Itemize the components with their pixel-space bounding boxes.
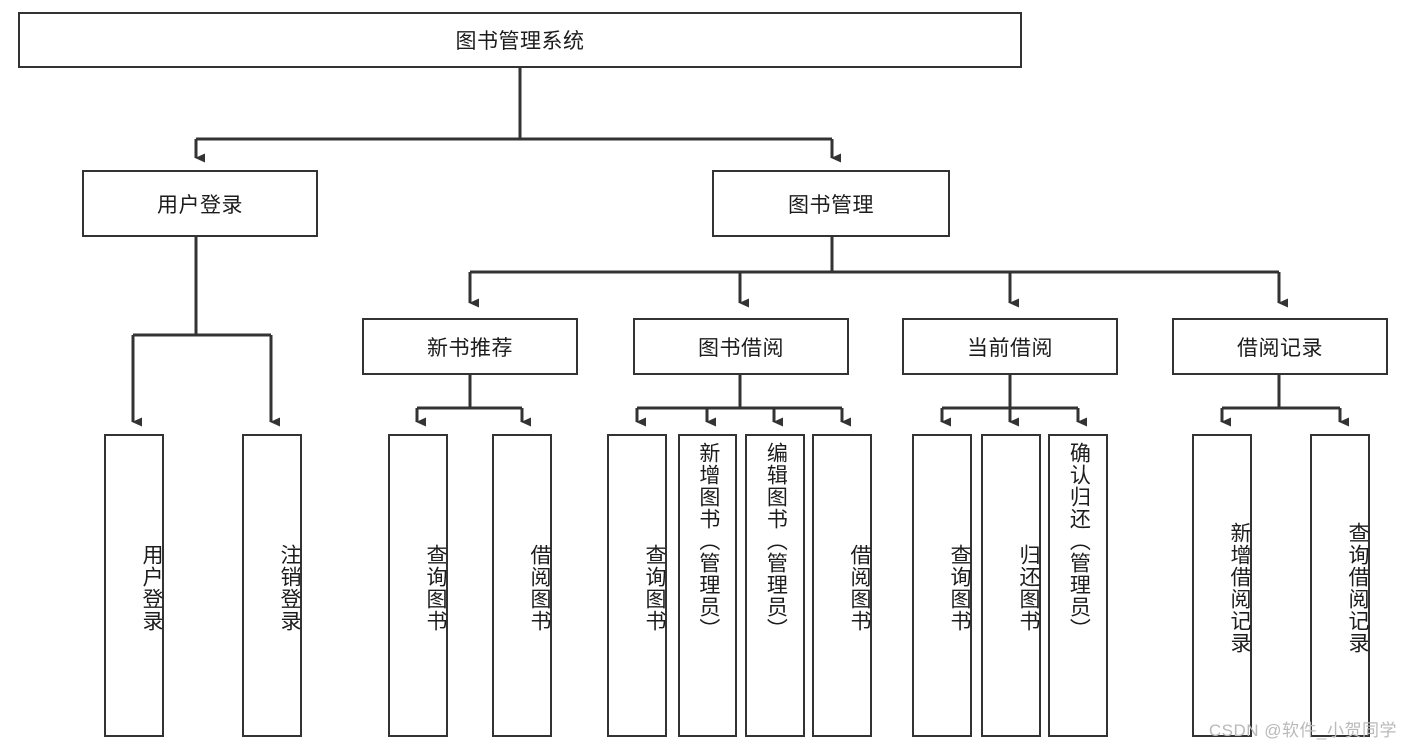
leaf-new-book-query[interactable]: 查询图书 xyxy=(388,434,448,737)
leaf-new-book-borrow[interactable]: 借阅图书 xyxy=(492,434,552,737)
leaf-borrow-add-book-admin[interactable]: 新增图书（管理员） xyxy=(678,434,737,737)
node-new-book-recommend[interactable]: 新书推荐 xyxy=(362,318,578,375)
leaf-record-add-record[interactable]: 新增借阅记录 xyxy=(1192,434,1252,737)
leaf-borrow-borrow-book[interactable]: 借阅图书 xyxy=(812,434,872,737)
leaf-current-query-book[interactable]: 查询图书 xyxy=(912,434,972,737)
node-book-borrow[interactable]: 图书借阅 xyxy=(633,318,849,375)
csdn-watermark: CSDN @软件_小贺同学 xyxy=(1208,721,1397,740)
leaf-borrow-edit-book-admin[interactable]: 编辑图书（管理员） xyxy=(745,434,805,737)
leaf-current-confirm-return-admin[interactable]: 确认归还（管理员） xyxy=(1048,434,1108,737)
leaf-user-login-logout[interactable]: 注销登录 xyxy=(242,434,302,737)
node-borrow-record[interactable]: 借阅记录 xyxy=(1172,318,1388,375)
node-user-login[interactable]: 用户登录 xyxy=(82,170,318,237)
leaf-record-query-record[interactable]: 查询借阅记录 xyxy=(1310,434,1370,737)
node-root-system[interactable]: 图书管理系统 xyxy=(18,12,1022,68)
leaf-borrow-query-book[interactable]: 查询图书 xyxy=(607,434,667,737)
leaf-user-login-login[interactable]: 用户登录 xyxy=(104,434,164,737)
node-current-borrow[interactable]: 当前借阅 xyxy=(902,318,1118,375)
leaf-current-return-book[interactable]: 归还图书 xyxy=(981,434,1041,737)
node-book-management[interactable]: 图书管理 xyxy=(712,170,950,237)
